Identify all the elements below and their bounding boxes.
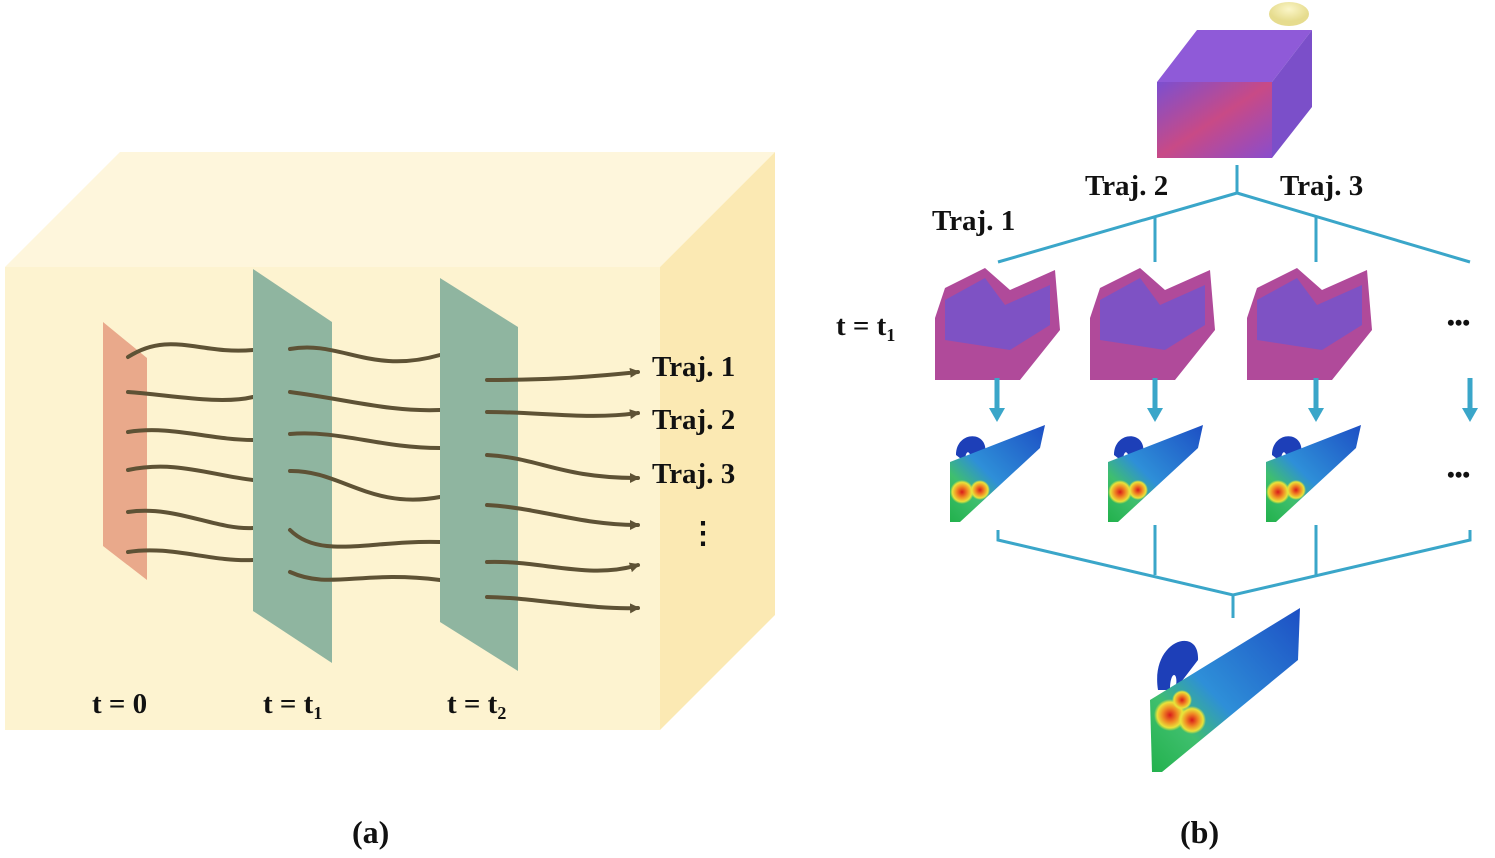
trajectory-arrow-4 <box>485 503 640 530</box>
time-label-t1: t = t1 <box>263 688 322 723</box>
down-arrow-2 <box>1147 378 1163 422</box>
deformed-block-2 <box>1090 268 1215 380</box>
trajectory-segment <box>288 528 442 549</box>
trajectory-segment <box>288 345 442 364</box>
caption-b: (b) <box>1180 814 1219 850</box>
initial-plane <box>103 322 147 580</box>
vertical-ellipsis: ⋮ <box>688 517 718 550</box>
trajectory-arrow-2 <box>485 409 640 420</box>
traj-label-b-3: Traj. 3 <box>1280 170 1363 202</box>
merge-connector-bottom <box>996 525 1472 618</box>
time-label-t0: t = 0 <box>92 688 147 720</box>
trajectory-segment <box>288 390 442 413</box>
trajectory-segments-0-1 <box>126 342 255 563</box>
panel-b: Traj. 1 Traj. 2 Traj. 3 t = t1 ••• <box>836 2 1478 850</box>
panel-a: Traj. 1 Traj. 2 Traj. 3 ⋮ t = 0 t = t1 t… <box>5 152 775 850</box>
deformed-block-1 <box>935 268 1060 380</box>
trajectory-arrow-3 <box>485 453 640 483</box>
trajectory-segment <box>126 342 255 359</box>
trajectory-segments-1-2 <box>288 345 442 582</box>
time-label-t2: t = t2 <box>447 688 506 723</box>
deformed-block-3 <box>1247 268 1372 380</box>
heatmap-small-1 <box>950 425 1045 522</box>
trajectory-segment <box>126 390 255 403</box>
heatmap-averaged <box>1150 608 1300 772</box>
trajectory-segment <box>126 508 255 531</box>
down-arrow-1 <box>989 378 1005 422</box>
traj-label-a-1: Traj. 1 <box>652 351 735 383</box>
simulation-block <box>1157 2 1312 158</box>
time-label-b: t = t1 <box>836 310 895 345</box>
trajectory-segment <box>126 548 255 563</box>
time-plane-t1 <box>253 269 332 663</box>
heatmap-small-2 <box>1108 425 1203 522</box>
trajectory-segment <box>288 468 442 502</box>
down-arrow-3 <box>1308 378 1324 422</box>
traj-label-b-1: Traj. 1 <box>932 205 1015 237</box>
indenter-bowl <box>1269 2 1309 26</box>
branch-connector-top <box>997 165 1471 264</box>
ellipsis-lower: ••• <box>1447 462 1470 487</box>
traj-label-a-3: Traj. 3 <box>652 458 735 490</box>
trajectory-arrow-1 <box>485 367 640 382</box>
caption-a: (a) <box>352 814 389 850</box>
heatmap-small-3 <box>1266 425 1361 522</box>
box-top-face <box>5 152 775 267</box>
trajectory-segment <box>126 428 255 442</box>
trajectory-arrow-6 <box>485 595 640 614</box>
trajectory-segment <box>288 570 442 582</box>
trajectory-arrow-5 <box>485 559 640 573</box>
time-plane-t2 <box>440 278 518 671</box>
box-side-face <box>660 152 775 730</box>
down-arrows <box>989 378 1478 422</box>
trajectory-segment <box>288 431 442 450</box>
traj-label-a-2: Traj. 2 <box>652 404 735 436</box>
trajectory-segments-2-end <box>485 367 640 614</box>
down-arrow-4 <box>1462 378 1478 422</box>
trajectory-segment <box>126 464 255 482</box>
ellipsis-upper: ••• <box>1447 310 1470 335</box>
traj-label-b-2: Traj. 2 <box>1085 170 1168 202</box>
